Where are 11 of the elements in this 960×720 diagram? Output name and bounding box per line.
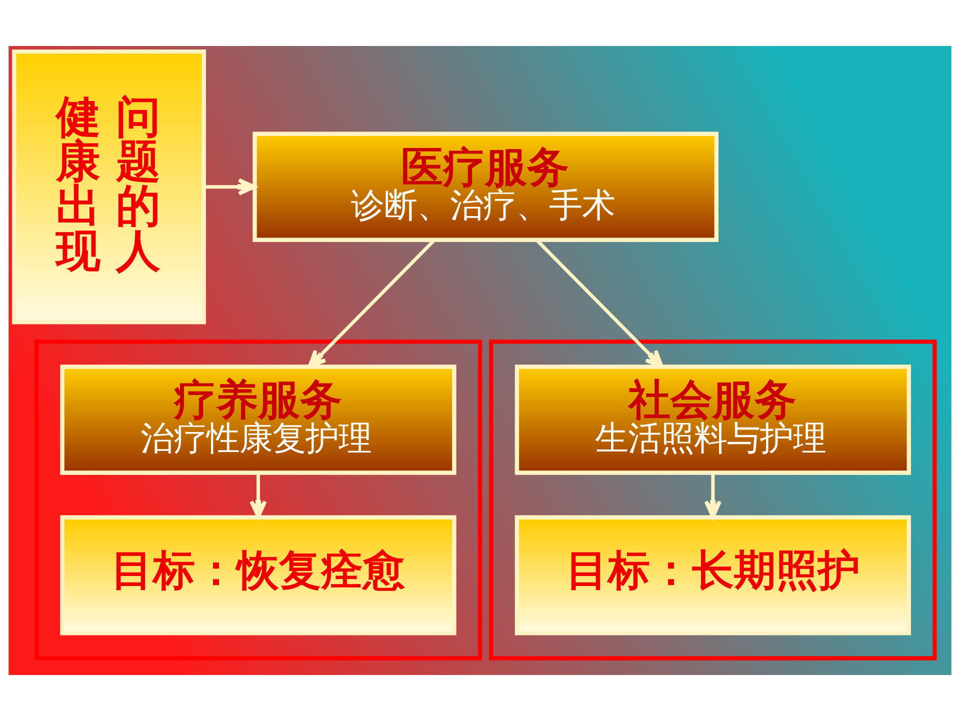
arrow [204, 178, 256, 195]
cluster [489, 339, 937, 660]
node-box: 疗养服务 治疗性康复护理 [60, 364, 456, 474]
node-box: 目标：恢复痊愈 [60, 514, 456, 635]
node-box: 健康出现问题的人 [12, 48, 206, 324]
node-box: 目标：长期照护 [514, 514, 911, 635]
arrow [704, 472, 722, 518]
cluster [34, 339, 482, 660]
node-box: 社会服务 生活照料与护理 [514, 364, 911, 474]
node-box: 医疗服务 诊断、治疗、手术 [252, 131, 718, 242]
arrow [250, 472, 267, 518]
